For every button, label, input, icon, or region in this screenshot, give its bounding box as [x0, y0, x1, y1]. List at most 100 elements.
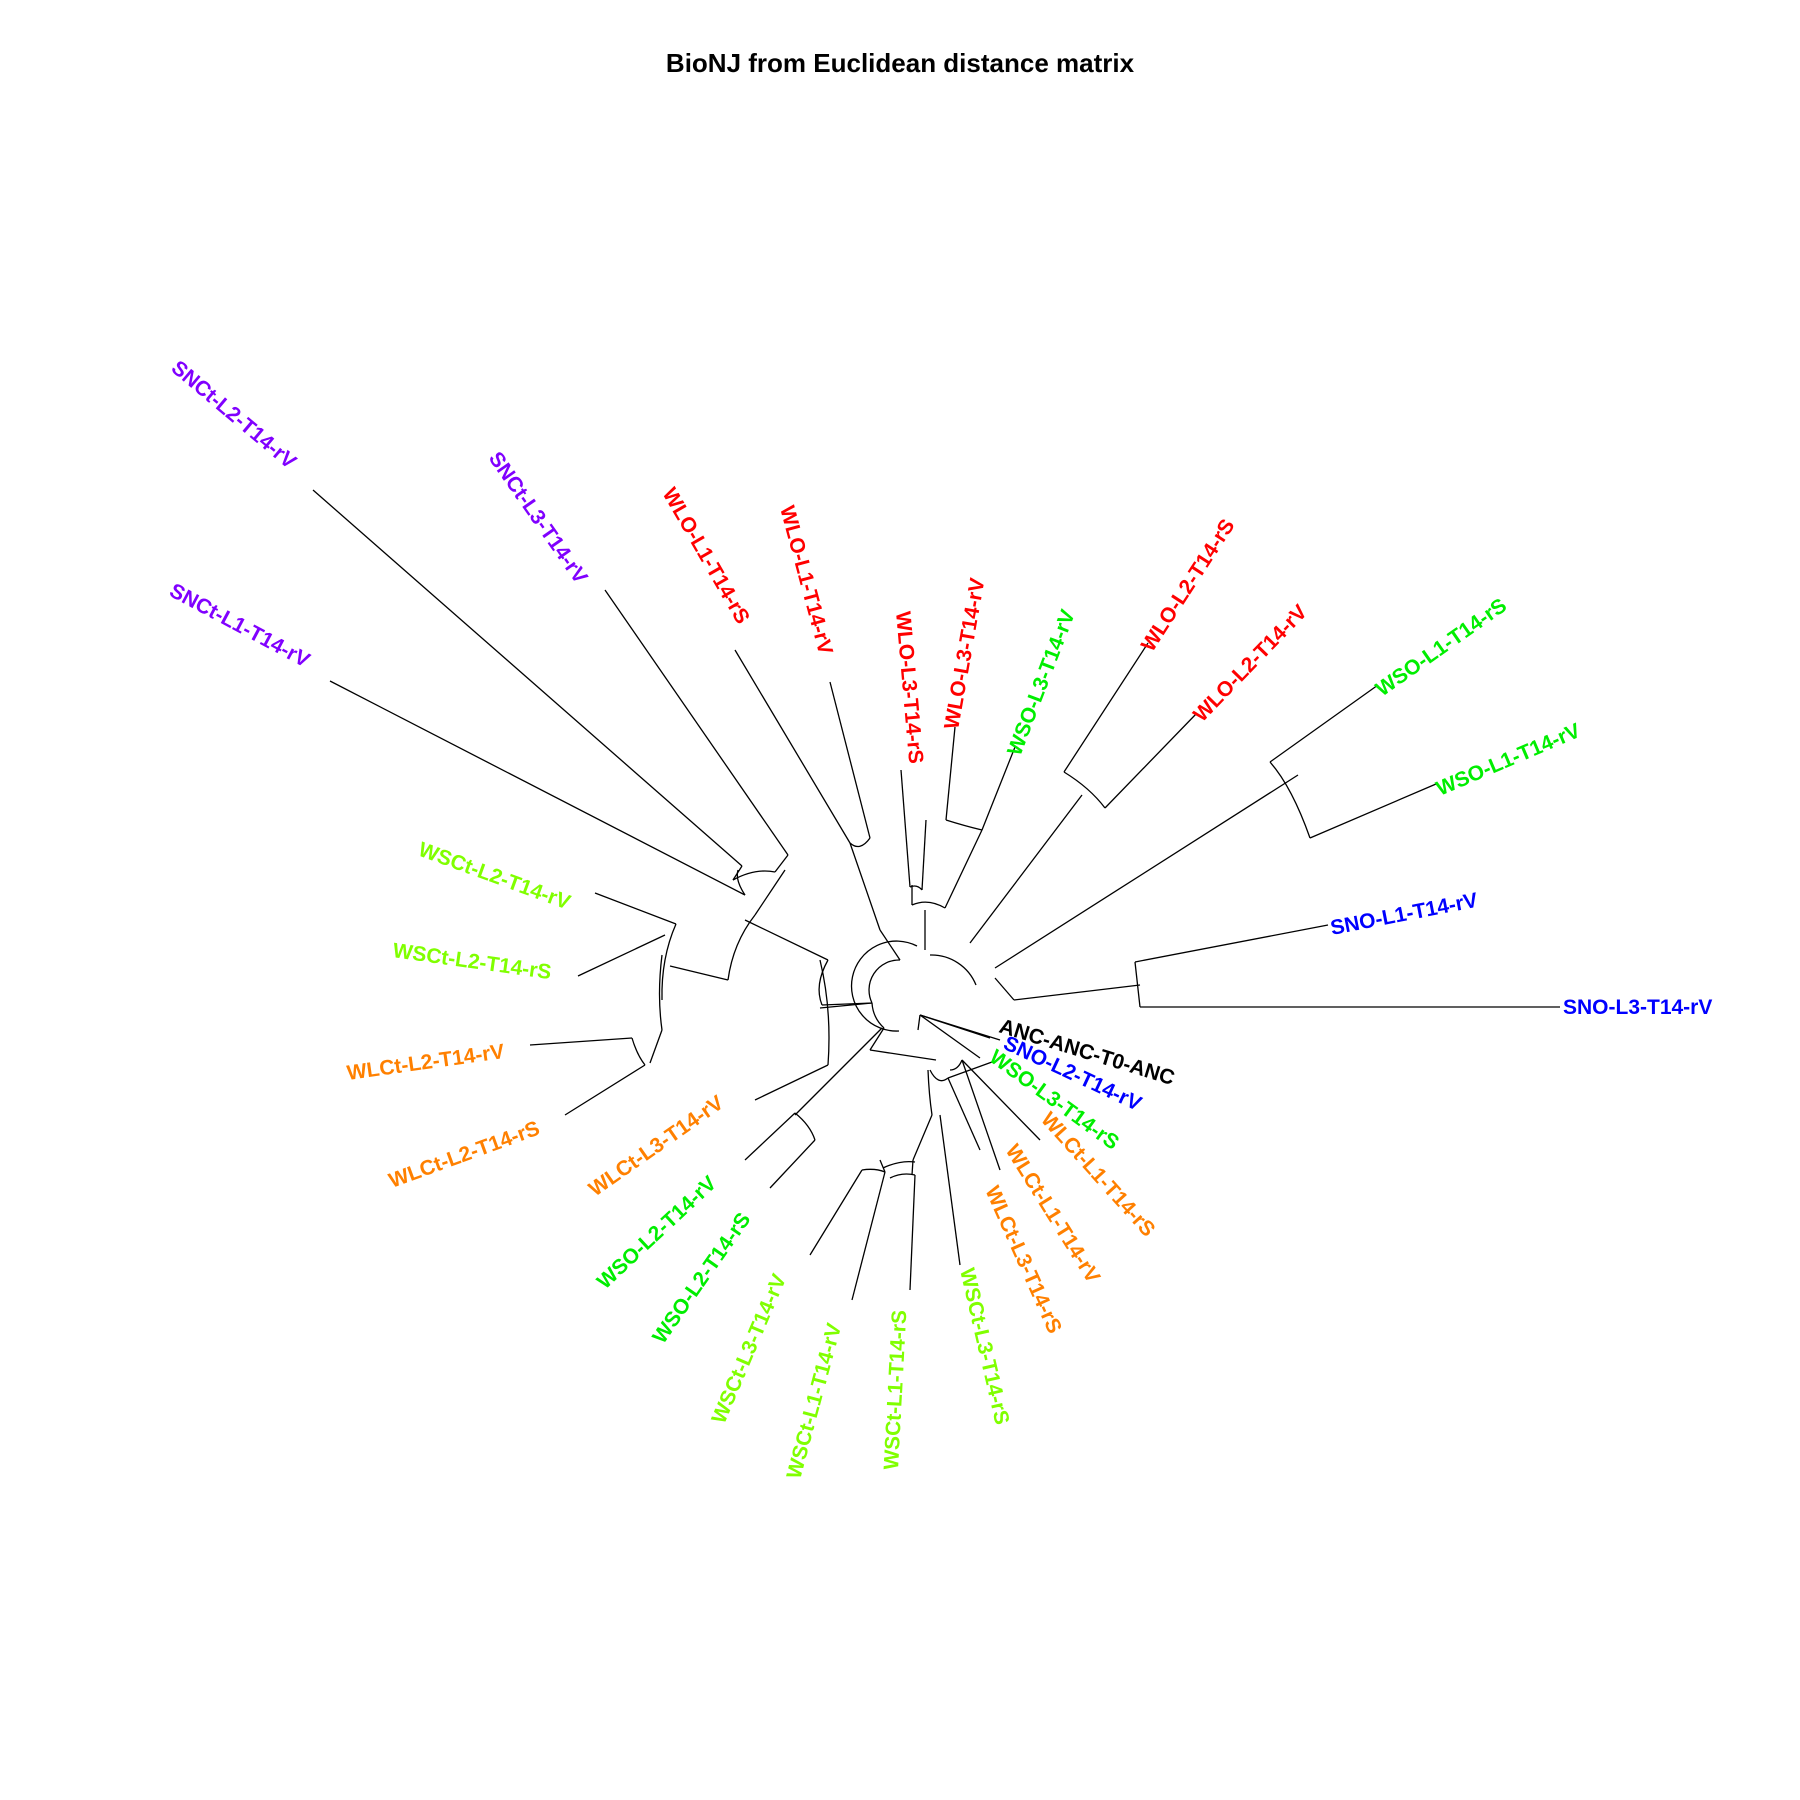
branch: [669, 965, 729, 981]
branch: [921, 819, 927, 891]
branch: [911, 1159, 914, 1176]
branch: [604, 589, 789, 856]
root-arc: [850, 940, 918, 1032]
figure-title: BioNJ from Euclidean distance matrix: [666, 48, 1135, 78]
branch: [869, 1049, 937, 1061]
tip-label: WSCt-L2-T14-rV: [415, 838, 573, 914]
branch: [917, 1014, 921, 1031]
subtree-arc: [929, 1069, 949, 1082]
tip-label: WLO-L2-T14-rV: [1189, 601, 1312, 727]
subtree-arc: [1269, 761, 1311, 839]
branch: [1269, 684, 1379, 763]
branch: [794, 1027, 883, 1116]
branch: [829, 681, 871, 839]
branch: [1104, 712, 1198, 809]
subtree-arc: [1063, 771, 1106, 809]
branch: [939, 1114, 961, 1266]
branch: [594, 892, 677, 925]
branch: [994, 774, 1299, 969]
branch: [1013, 984, 1141, 1001]
subtree-arc: [927, 1069, 933, 1116]
tip-label: WLCt-L2-T14-rV: [345, 1040, 505, 1085]
subtree-arc: [736, 869, 746, 896]
branch: [900, 769, 911, 888]
subtree-arc: [658, 954, 663, 1031]
tip-label: WLO-L2-T14-rS: [1137, 515, 1240, 656]
branch: [577, 934, 666, 977]
branch: [919, 1014, 981, 1059]
branch: [774, 854, 789, 873]
branch: [947, 1077, 981, 1151]
tip-label: WSO-L1-T14-rS: [1372, 594, 1511, 701]
branch: [947, 1061, 993, 1079]
subtree-arc: [861, 1168, 886, 1173]
branch: [744, 1112, 796, 1161]
branch: [919, 1014, 1001, 1041]
tip-label: SNO-L3-T14-rV: [1563, 996, 1712, 1019]
tip-label: SNCt-L1-T14-rV: [166, 579, 314, 672]
tip-label: WLO-L3-T14-rV: [940, 576, 989, 731]
subtree-arc: [882, 1160, 916, 1169]
subtree-arc: [889, 1173, 916, 1179]
branch: [312, 489, 743, 867]
branch: [769, 1139, 816, 1189]
branch: [969, 794, 1083, 944]
subtree-arc: [818, 959, 829, 1006]
subtree-arc: [631, 1037, 646, 1066]
branch: [744, 919, 829, 961]
branch: [1309, 783, 1437, 839]
branch: [879, 929, 901, 961]
tree-branches: [312, 489, 1560, 1301]
subtree-arc: [945, 819, 983, 831]
branch: [819, 1002, 873, 1009]
branch: [981, 746, 1016, 831]
branch: [961, 1059, 1041, 1141]
tip-label: SNCt-L3-T14-rV: [484, 448, 592, 588]
subtree-arc: [794, 1112, 816, 1141]
branch: [734, 649, 851, 844]
tip-label: SNCt-L2-T14-rV: [167, 356, 301, 473]
subtree-arc: [819, 959, 830, 1066]
tip-labels: SNO-L3-T14-rV SNO-L1-T14-rV WSO-L1-T14-r…: [166, 356, 1713, 1481]
tip-label: WLCt-L2-T14-rS: [386, 1117, 543, 1193]
branch: [944, 829, 983, 909]
tip-label: WSCt-L1-T14-rS: [880, 1309, 911, 1470]
branch: [851, 1171, 886, 1301]
branch: [961, 1059, 1001, 1171]
subtree-arc: [909, 885, 923, 891]
subtree-arc: [661, 923, 677, 1001]
subtree-arc: [732, 870, 776, 881]
branch: [1063, 642, 1149, 773]
tip-label: WSCt-L3-T14-rS: [955, 1266, 1013, 1427]
tip-label: WSCt-L2-T14-rS: [391, 939, 552, 984]
branch: [1134, 961, 1141, 1008]
subtree-arc: [727, 914, 756, 981]
subtree-arc: [849, 837, 871, 848]
branch: [564, 1064, 646, 1116]
branch: [909, 1174, 916, 1291]
branch: [809, 1169, 863, 1256]
tip-label: WLO-L1-T14-rV: [775, 503, 837, 657]
branch: [869, 1027, 885, 1051]
inner-arc-2: [868, 959, 901, 1004]
inner-arc-1: [871, 1002, 885, 1029]
branch: [754, 869, 786, 916]
tip-label: WLO-L3-T14-rS: [891, 610, 927, 764]
inner-arc-3: [929, 954, 977, 986]
tip-label: WSO-L1-T14-rV: [1433, 719, 1584, 800]
tip-label: WSCt-L3-T14-rV: [707, 1271, 791, 1427]
tip-label: WLO-L1-T14-rS: [658, 484, 754, 628]
tip-label: WSCt-L1-T14-rV: [783, 1321, 847, 1481]
branch: [879, 1159, 886, 1173]
subtree-arc: [911, 901, 946, 909]
branch: [529, 1037, 633, 1046]
branch: [649, 1029, 663, 1064]
branch: [912, 1114, 933, 1161]
tip-label: WSO-L3-T14-rV: [1003, 607, 1080, 759]
subtree-arc: [949, 1059, 963, 1071]
branch: [945, 726, 956, 821]
branch: [754, 1064, 829, 1101]
branch: [1134, 924, 1329, 963]
branch: [849, 842, 881, 931]
